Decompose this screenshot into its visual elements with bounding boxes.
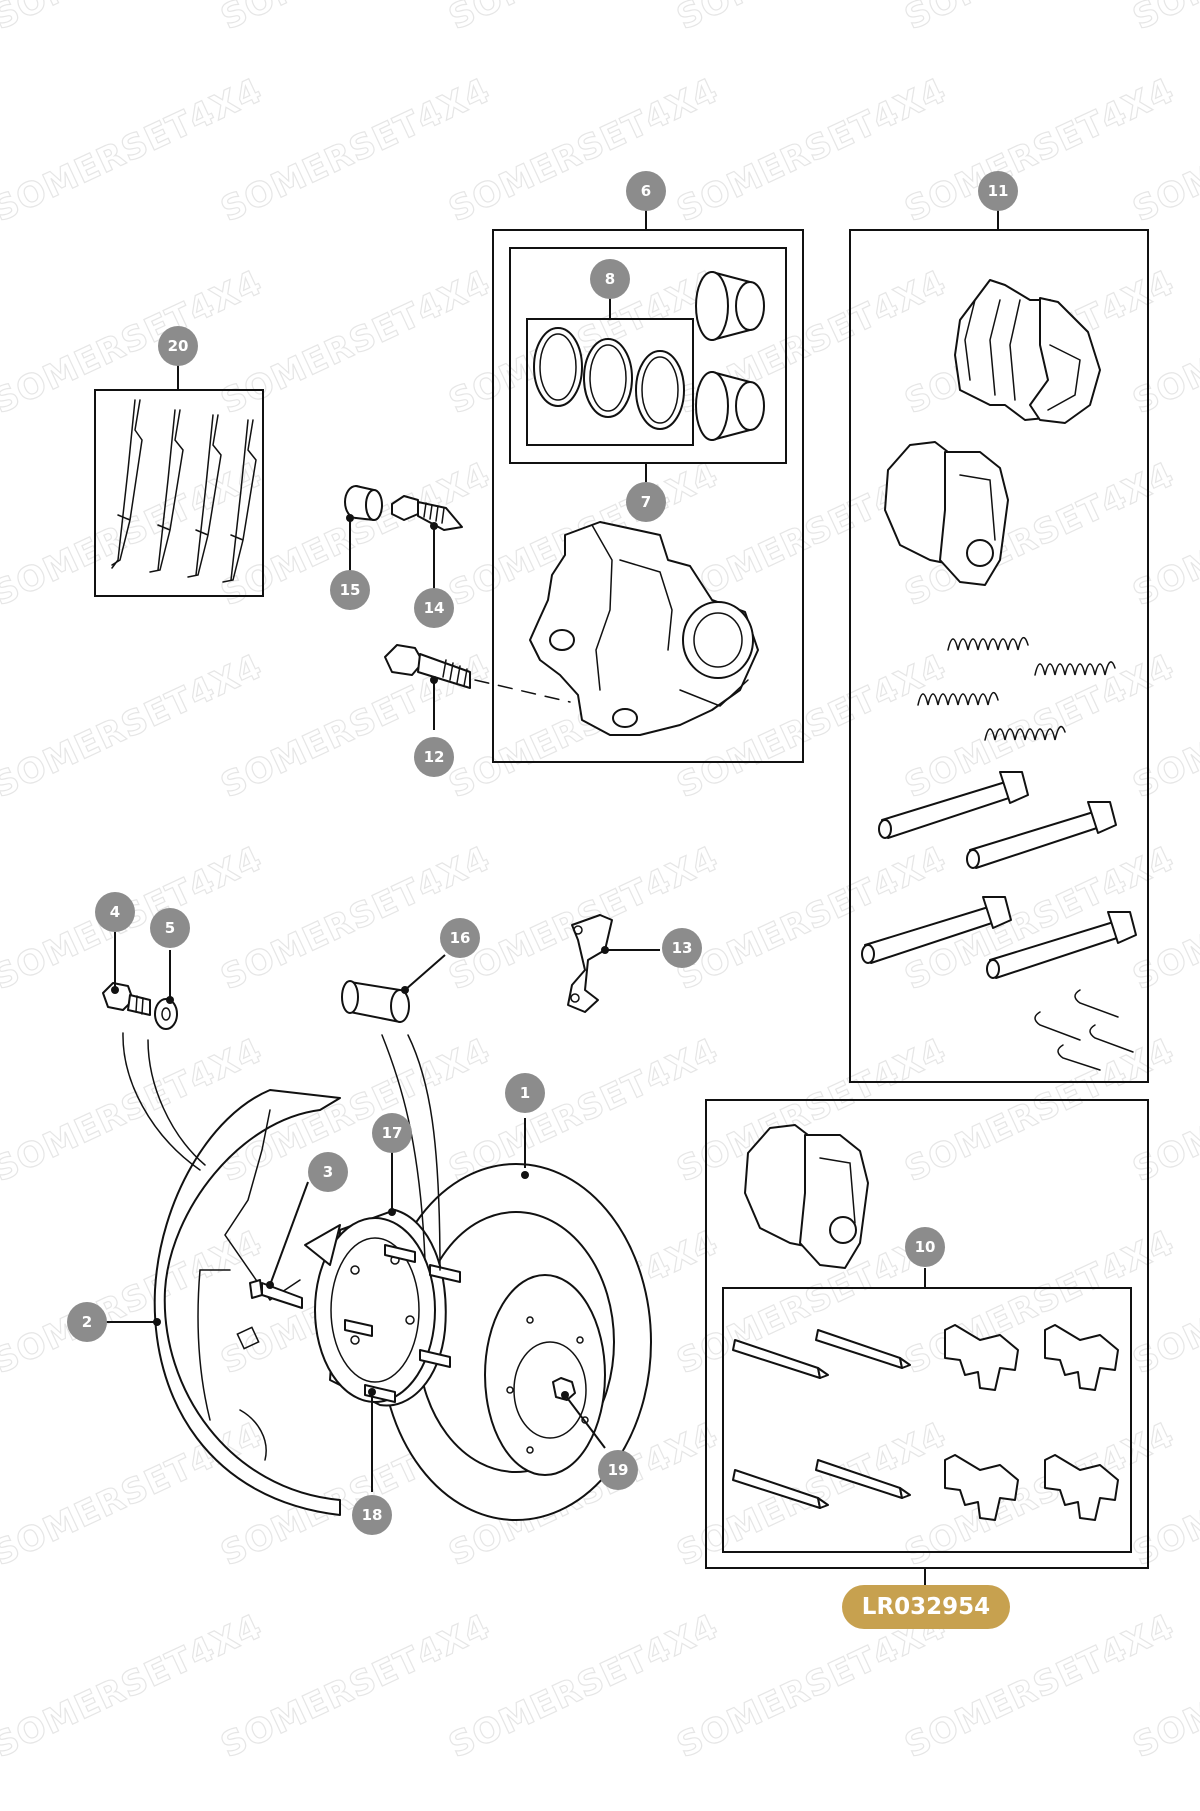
callout-10: 10 (905, 1227, 945, 1267)
callout-13: 13 (662, 928, 702, 968)
callout-19: 19 (598, 1450, 638, 1490)
svg-text:1: 1 (520, 1084, 530, 1102)
kit-box-lr (705, 1099, 1149, 1569)
svg-text:19: 19 (608, 1461, 629, 1479)
svg-text:10: 10 (915, 1238, 936, 1256)
callout-14: 14 (414, 588, 454, 628)
guide-bush (344, 485, 383, 521)
guide-pin-bolt (391, 495, 463, 531)
washer (154, 998, 178, 1030)
callout-17: 17 (372, 1113, 412, 1153)
caliper-seal-kit (533, 327, 685, 430)
callout-4: 4 (95, 892, 135, 932)
brake-pad-pair-lr (744, 1124, 869, 1269)
callout-16: 16 (440, 918, 480, 958)
svg-text:13: 13 (672, 939, 693, 957)
connector-curves (122, 1032, 441, 1271)
split-pins-11 (1034, 989, 1134, 1071)
svg-text:7: 7 (641, 493, 651, 511)
svg-text:15: 15 (340, 581, 361, 599)
callout-11: 11 (978, 171, 1018, 211)
pad-springs (917, 636, 1116, 741)
svg-text:3: 3 (323, 1163, 333, 1181)
kit-box-6-inner (509, 247, 787, 464)
callout-1: 1 (505, 1073, 545, 1113)
watermark-text: SOMERSET4X4 (1127, 0, 1200, 38)
svg-text:8: 8 (605, 270, 615, 288)
callout-3: 3 (308, 1152, 348, 1192)
backplate-bolt (102, 982, 151, 1016)
svg-text:14: 14 (424, 599, 445, 617)
callout-15: 15 (330, 570, 370, 610)
callout-20: 20 (158, 326, 198, 366)
anti-rattle-clips-10 (944, 1324, 1119, 1521)
callout-8: 8 (590, 259, 630, 299)
brake-pad-pair-11 (884, 441, 1009, 586)
brake-caliper (529, 521, 759, 736)
svg-text:2: 2 (82, 1313, 92, 1331)
svg-text:LR032954: LR032954 (862, 1594, 990, 1620)
callout-12: 12 (414, 737, 454, 777)
hub-sleeve (341, 980, 410, 1023)
kit-box-10 (722, 1287, 1132, 1553)
callout-2: 2 (67, 1302, 107, 1342)
callout-7: 7 (626, 482, 666, 522)
svg-text:12: 12 (424, 748, 445, 766)
svg-text:20: 20 (168, 337, 189, 355)
svg-text:5: 5 (165, 919, 175, 937)
caliper-pistons (695, 271, 765, 441)
caliper-bracket (567, 914, 613, 1013)
backplate-stud (249, 1279, 303, 1309)
caliper-mounting-bolt (384, 644, 571, 703)
anti-rattle-springs (111, 399, 257, 583)
svg-text:6: 6 (641, 182, 651, 200)
pad-pins-10 (732, 1329, 911, 1509)
svg-text:16: 16 (450, 929, 471, 947)
hub-flange (304, 1209, 447, 1407)
svg-text:11: 11 (988, 182, 1009, 200)
svg-text:18: 18 (362, 1506, 383, 1524)
pad-retaining-pins-11 (861, 771, 1137, 979)
callout-6: 6 (626, 171, 666, 211)
svg-text:17: 17 (382, 1124, 403, 1142)
kit-box-6 (492, 229, 804, 763)
brake-disc (380, 1163, 652, 1521)
brake-pad-set-11 (954, 279, 1101, 424)
part-number-badge[interactable]: LR032954 (842, 1585, 1010, 1629)
callout-5: 5 (150, 908, 190, 948)
callout-18: 18 (352, 1495, 392, 1535)
svg-text:4: 4 (110, 903, 120, 921)
